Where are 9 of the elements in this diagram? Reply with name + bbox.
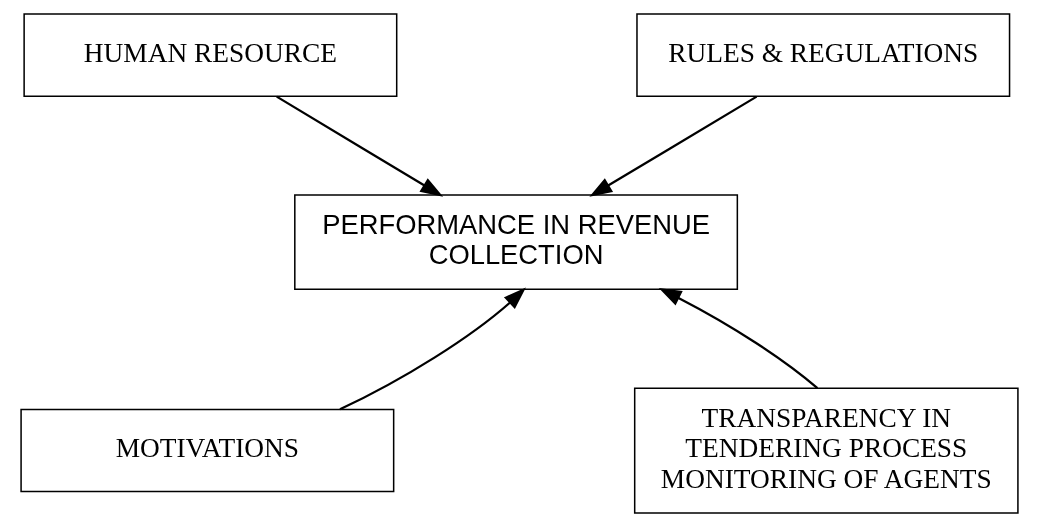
node-box: RULES & REGULATIONS <box>636 13 1011 97</box>
arrow <box>339 287 526 411</box>
arrow <box>658 288 819 390</box>
arrow <box>276 95 444 197</box>
node-box: MOTIVATIONS <box>20 408 395 493</box>
node-box: PERFORMANCE IN REVENUE COLLECTION <box>294 194 739 291</box>
node-box: HUMAN RESOURCE <box>23 13 398 97</box>
arrow <box>589 95 758 197</box>
node-box: TRANSPARENCY IN TENDERING PROCESS MONITORING OF AGENTS <box>633 387 1019 514</box>
